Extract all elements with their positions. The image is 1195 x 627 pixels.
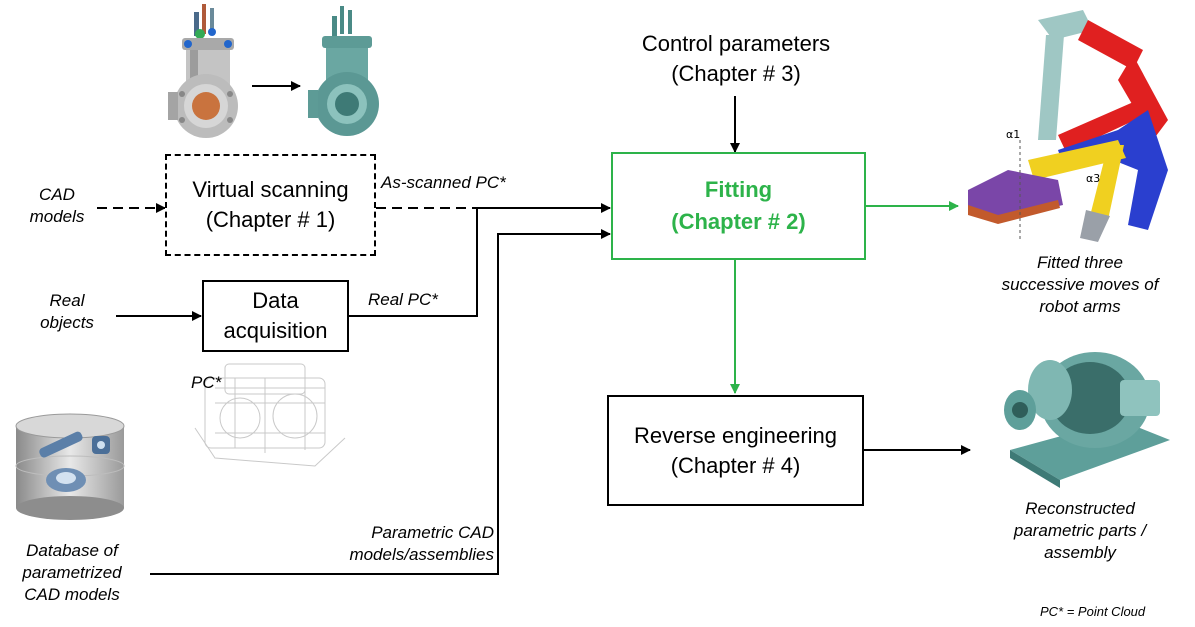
real-pc-label: Real PC* bbox=[368, 290, 438, 309]
pc-star-label: PC* bbox=[191, 373, 222, 392]
virtual-scanning-node: Virtual scanning (Chapter # 1) bbox=[165, 154, 376, 256]
reconstructed-caption: Reconstructed parametric parts / assembl… bbox=[1013, 499, 1147, 562]
reverse-engineering-chapter: (Chapter # 4) bbox=[670, 452, 801, 478]
control-parameters-chapter: (Chapter # 3) bbox=[671, 61, 801, 86]
data-acquisition-line1: Data bbox=[252, 288, 299, 313]
footnote: PC* = Point Cloud bbox=[1040, 604, 1146, 619]
reverse-engineering-node: Reverse engineering (Chapter # 4) bbox=[607, 395, 864, 506]
arrow-acquisition-to-fitting bbox=[349, 208, 478, 317]
fitting-chapter: (Chapter # 2) bbox=[671, 209, 806, 234]
valve-cad-icon bbox=[168, 4, 238, 138]
fitting-node: Fitting (Chapter # 2) bbox=[611, 152, 866, 260]
engine-pointcloud-icon bbox=[194, 363, 346, 467]
reverse-engineering-title: Reverse engineering bbox=[633, 422, 838, 448]
control-parameters-node: Control parameters (Chapter # 3) bbox=[600, 24, 872, 94]
valve-scanned-icon bbox=[308, 6, 379, 136]
cad-models-label: CAD models bbox=[29, 185, 85, 226]
svg-text:α1: α1 bbox=[1006, 128, 1020, 141]
as-scanned-pc-label: As-scanned PC* bbox=[381, 173, 506, 192]
virtual-scanning-title: Virtual scanning bbox=[192, 177, 349, 202]
control-parameters-title: Control parameters bbox=[641, 31, 831, 56]
data-acquisition-node: Data acquisition bbox=[202, 280, 349, 352]
reconstructed-part-icon bbox=[1004, 352, 1170, 488]
database-icon bbox=[15, 413, 125, 520]
robot-arm-icon: α1 α3 bbox=[968, 10, 1168, 242]
fitting-title: Fitting bbox=[704, 177, 773, 202]
parametric-models-label: Parametric CAD models/assemblies bbox=[349, 523, 494, 564]
fitted-robot-caption: Fitted three successive moves of robot a… bbox=[1001, 253, 1159, 316]
database-label: Database of parametrized CAD models bbox=[22, 541, 122, 604]
svg-text:α3: α3 bbox=[1086, 172, 1100, 185]
real-objects-label: Real objects bbox=[40, 291, 94, 332]
virtual-scanning-chapter: (Chapter # 1) bbox=[205, 207, 336, 232]
data-acquisition-line2: acquisition bbox=[223, 318, 328, 343]
arrow-database-to-fitting bbox=[150, 229, 611, 575]
